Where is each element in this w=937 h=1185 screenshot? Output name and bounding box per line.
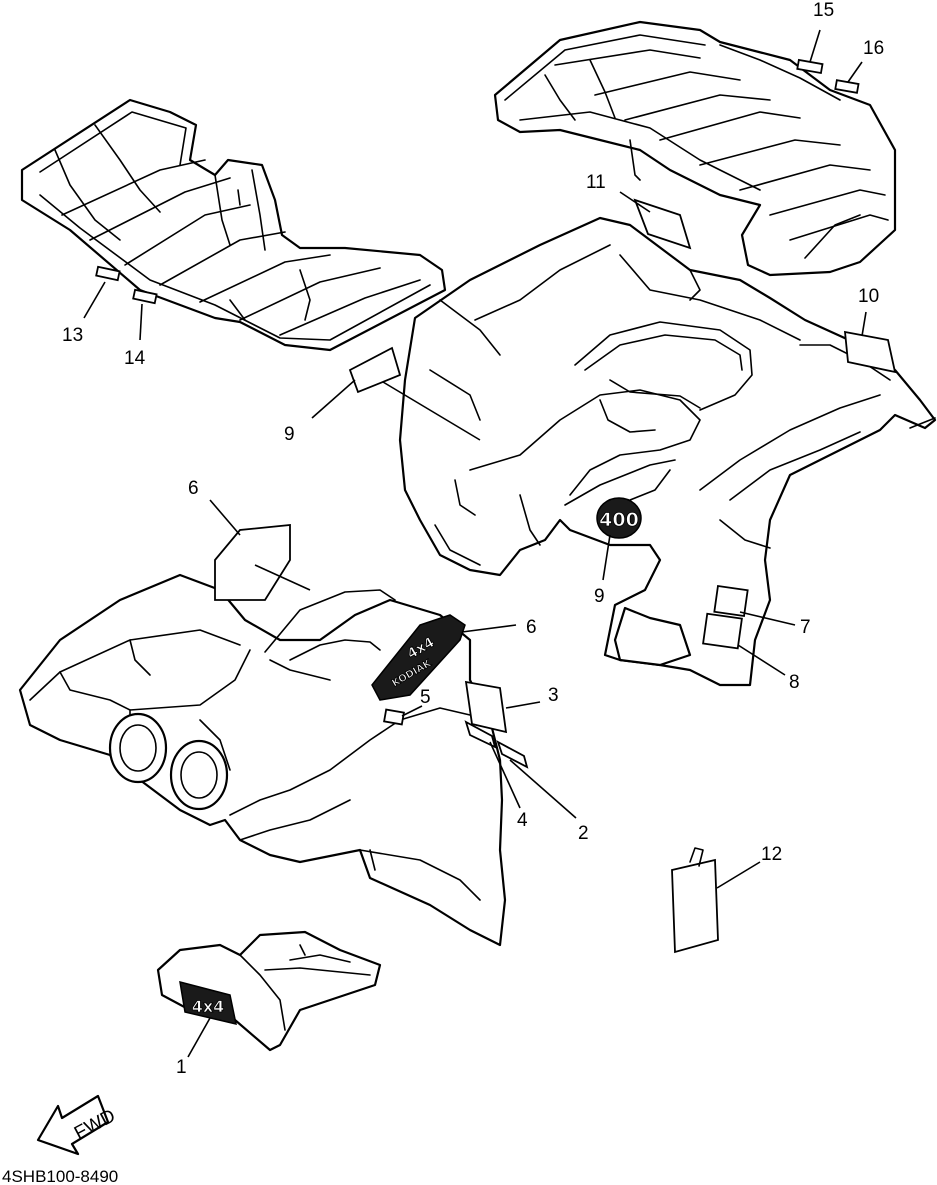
callout-8: 8 — [789, 672, 800, 693]
callout-11: 11 — [586, 172, 606, 193]
side-cover: 4x4 — [156, 930, 382, 1052]
headlight-right — [169, 739, 229, 811]
callout-4: 4 — [517, 810, 528, 831]
callout-9-lower: 9 — [594, 586, 605, 607]
tag-label-12 — [671, 847, 719, 954]
callout-1: 1 — [176, 1057, 187, 1078]
headlight-left — [108, 712, 168, 784]
callout-9-upper: 9 — [284, 424, 295, 445]
callout-6-lower: 6 — [526, 617, 537, 638]
decal-6-upper — [214, 524, 291, 601]
decal-7 — [713, 585, 749, 617]
callout-10: 10 — [858, 286, 879, 307]
decal-3 — [464, 680, 508, 734]
callout-16: 16 — [863, 38, 884, 59]
forward-direction-arrow: FWD — [36, 1094, 119, 1156]
front-carrier-rack — [20, 98, 447, 352]
callout-7: 7 — [800, 617, 811, 638]
decal-2 — [496, 740, 529, 769]
decal-10 — [843, 330, 897, 374]
callout-3: 3 — [548, 685, 559, 706]
side-4x4-emblem: 4x4 — [179, 980, 237, 1025]
decal-5 — [383, 708, 405, 726]
callout-6-upper: 6 — [188, 478, 199, 499]
rear-fender: 400 — [398, 198, 937, 687]
callout-14: 14 — [124, 348, 146, 369]
rear-400-emblem-text: 400 — [599, 509, 639, 531]
callout-2: 2 — [578, 823, 589, 844]
decal-4 — [464, 720, 497, 749]
callout-12: 12 — [761, 844, 782, 865]
callout-labels: 15 16 11 10 13 14 9 6 6 9 7 8 5 3 2 4 12… — [62, 0, 884, 1078]
callout-15: 15 — [813, 0, 834, 21]
callout-5: 5 — [420, 687, 431, 708]
front-fender: 4x4 KODIAK — [18, 573, 529, 947]
rear-carrier-rack — [493, 20, 897, 277]
side-4x4-text: 4x4 — [192, 997, 225, 1016]
rear-400-emblem: 400 — [596, 497, 642, 539]
callout-13: 13 — [62, 325, 83, 346]
drawing-code: 4SHB100-8490 — [2, 1167, 118, 1185]
leader-lines — [83, 29, 867, 1058]
decal-9-upper — [348, 346, 402, 394]
decal-8 — [702, 612, 743, 650]
